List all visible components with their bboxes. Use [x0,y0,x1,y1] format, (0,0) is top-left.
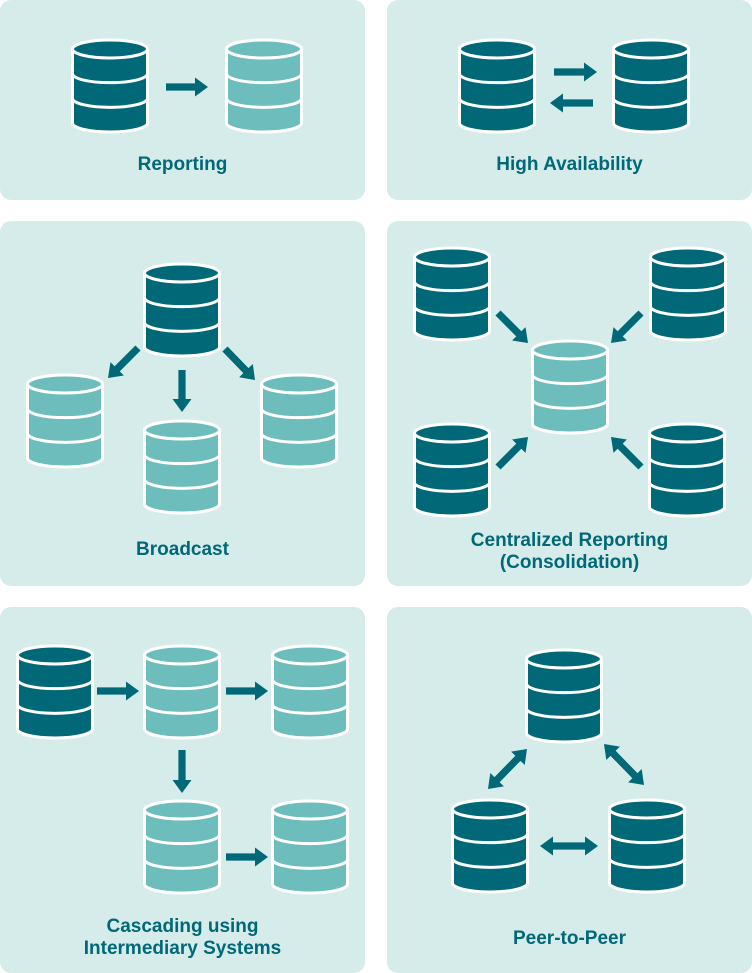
cascading-title-line2: Intermediary Systems [83,938,282,959]
arrow-right-icon [166,77,208,97]
broadcast-title: Broadcast [136,539,229,560]
arrow-bidirectional-icon [488,749,527,789]
peer-to-peer-title: Peer-to-Peer [513,928,626,949]
db-intermediary-lower-icon [143,799,221,895]
db-subscriber-left-icon [26,373,104,469]
panel-reporting [0,0,365,200]
high-availability-title: High Availability [496,154,643,175]
arrow-right-icon [97,681,139,701]
db-peer-left-icon [451,798,529,894]
db-central-icon [531,339,609,435]
arrow-down-left-icon [611,310,644,343]
db-target-bottom-icon [271,799,349,895]
db-source-bottom-right-icon [648,422,726,518]
db-source-top-left-icon [413,246,491,342]
db-target-top-icon [271,644,349,740]
arrow-down-icon [172,370,192,412]
reporting-title: Reporting [137,154,228,175]
arrow-down-icon [172,750,192,793]
arrow-bidirectional-icon [604,744,644,786]
db-subscriber-middle-icon [143,419,221,515]
db-publisher-icon [143,262,221,358]
db-source-top-right-icon [649,246,727,342]
arrow-up-left-icon [611,437,644,470]
db-peer-top-icon [525,648,603,744]
centralized-title-line1: Centralized Reporting [470,530,669,551]
cascading-title: Cascading using Intermediary Systems [0,916,365,960]
arrow-bidirectional-icon [540,836,598,856]
db-source-bottom-left-icon [413,422,491,518]
centralized-reporting-title: Centralized Reporting (Consolidation) [387,530,752,574]
db-report-icon [225,38,303,134]
db-secondary-icon [612,38,690,134]
arrow-up-right-icon [495,437,528,470]
arrow-left-icon [550,93,593,113]
db-primary-icon [458,38,536,134]
arrow-down-right-icon [495,310,528,343]
db-intermediary-icon [143,644,221,740]
centralized-title-line2: (Consolidation) [499,552,640,573]
db-peer-right-icon [608,798,686,894]
cascading-title-line1: Cascading using [106,916,259,937]
arrow-right-icon [226,847,268,867]
arrow-down-left-icon [108,345,141,378]
arrow-right-icon [226,681,268,701]
db-subscriber-right-icon [260,373,338,469]
arrow-right-icon [554,62,597,82]
arrow-down-right-icon [222,346,256,380]
db-source-icon [16,644,94,740]
db-source-icon [71,38,149,134]
